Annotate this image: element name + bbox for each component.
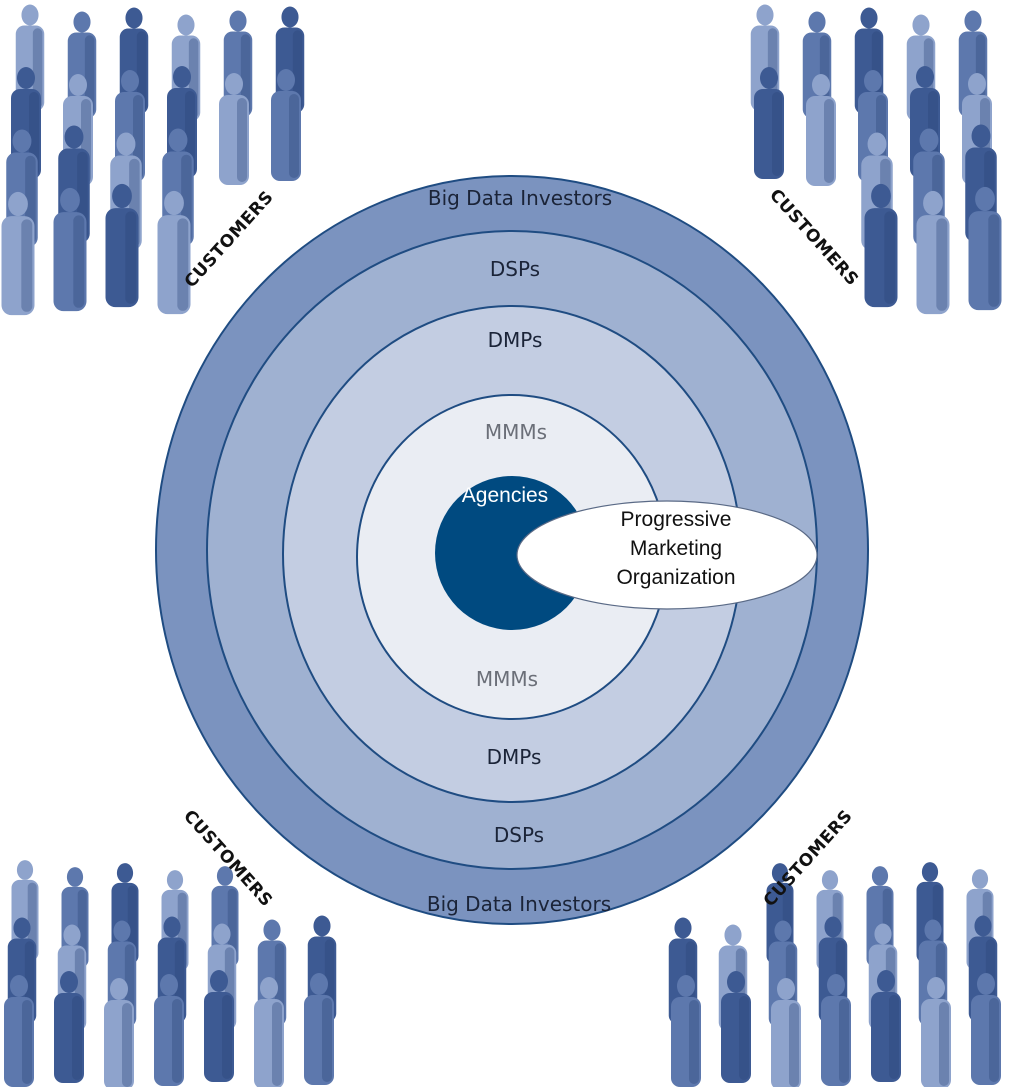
customer-crowd-top-left [1,4,305,316]
label-dsps-bottom: DSPs [494,823,544,847]
person-figure-icon [4,975,34,1087]
label-dmps-top: DMPs [488,328,543,352]
person-figure-icon [871,970,901,1082]
person-figure-icon [53,187,87,312]
customers-label-top-right: CUSTOMERS [765,185,862,290]
person-figure-icon [219,73,249,185]
person-figure-icon [921,977,951,1087]
person-figure-icon [721,971,751,1083]
person-figure-icon [54,971,84,1083]
concentric-rings [155,175,869,925]
person-figure-icon [968,186,1002,311]
pmo-ellipse [516,500,818,610]
label-big-data-investors-bottom: Big Data Investors [427,892,611,916]
person-figure-icon [104,978,134,1087]
customers-label-top-left: CUSTOMERS [181,187,278,292]
person-figure-icon [754,67,784,179]
label-dsps-top: DSPs [490,257,540,281]
person-figure-icon [821,974,851,1086]
label-pmo-line2: Marketing [630,537,722,560]
person-figure-icon [806,74,836,186]
label-mmms-top: MMMs [485,420,547,444]
label-pmo-line1: Progressive [621,508,732,531]
label-mmms-bottom: MMMs [476,667,538,691]
person-figure-icon [771,978,801,1087]
person-figure-icon [971,973,1001,1085]
person-figure-icon [271,69,301,181]
person-figure-icon [671,975,701,1087]
agencies-circle [435,476,589,630]
person-figure-icon [304,973,334,1085]
person-figure-icon [105,183,139,308]
label-dmps-bottom: DMPs [487,745,542,769]
label-pmo-line3: Organization [616,566,735,589]
customer-crowd-top-right [750,4,1002,315]
customer-crowd-bottom-right [668,862,1001,1087]
person-figure-icon [864,183,898,308]
person-figure-icon [154,974,184,1086]
customer-crowd-bottom-left [4,860,337,1087]
person-figure-icon [916,190,950,315]
person-figure-icon [204,970,234,1082]
label-agencies: Agencies [462,484,548,507]
person-figure-icon [254,977,284,1087]
person-figure-icon [157,190,191,315]
person-figure-icon [1,191,35,316]
label-big-data-investors-top: Big Data Investors [428,186,612,210]
